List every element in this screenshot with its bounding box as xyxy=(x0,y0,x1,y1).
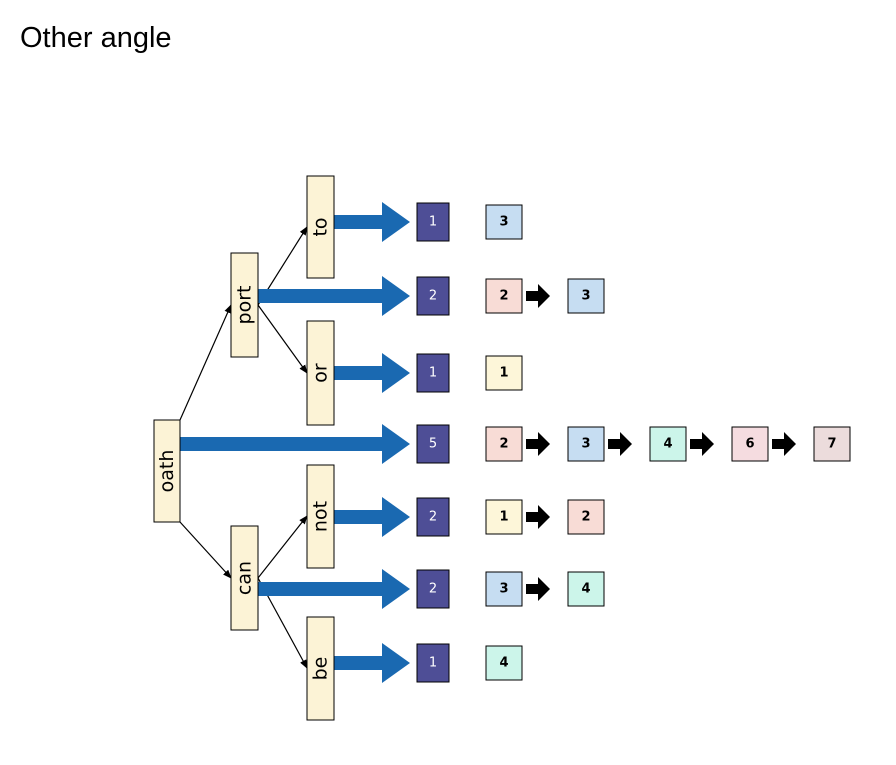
node-can-label: can xyxy=(234,561,256,595)
count-value: 2 xyxy=(429,289,437,304)
position-box: 4 xyxy=(567,571,605,607)
position-box: 3 xyxy=(485,204,523,240)
position-box: 2 xyxy=(567,499,605,535)
pointer-arrow-can xyxy=(258,569,410,609)
position-box: 1 xyxy=(485,355,523,391)
pointer-arrows xyxy=(180,202,410,683)
position-value: 2 xyxy=(581,510,590,525)
count-box: 1 xyxy=(416,202,450,242)
position-box: 1 xyxy=(485,499,523,535)
node-be-label: be xyxy=(310,657,332,681)
chain-arrow xyxy=(526,432,550,456)
position-box: 3 xyxy=(567,426,605,462)
position-box: 2 xyxy=(485,278,523,314)
chain-arrow xyxy=(526,577,550,601)
count-value: 2 xyxy=(429,510,437,525)
position-value: 2 xyxy=(499,289,508,304)
node-not: not xyxy=(306,464,335,569)
chain-arrow xyxy=(526,505,550,529)
pointer-arrow-be xyxy=(334,643,410,683)
edge-can-not xyxy=(257,515,308,579)
position-value: 4 xyxy=(581,582,590,597)
pointer-arrow-to xyxy=(334,202,410,242)
count-value: 1 xyxy=(429,366,437,381)
count-value: 1 xyxy=(429,656,437,671)
pointer-arrow-oath xyxy=(180,424,410,464)
node-not-label: not xyxy=(310,501,332,532)
count-box: 1 xyxy=(416,353,450,393)
node-to: to xyxy=(306,175,335,279)
row-not: 2 1 2 xyxy=(416,497,605,537)
count-value: 2 xyxy=(429,582,437,597)
position-value: 3 xyxy=(499,215,508,230)
node-port-label: port xyxy=(234,286,256,325)
row-oath: 5 2 3 4 6 7 xyxy=(416,424,851,464)
position-box: 7 xyxy=(813,426,851,462)
row-port: 2 2 3 xyxy=(416,276,605,316)
node-oath: oath xyxy=(153,419,181,523)
pointer-arrow-or xyxy=(334,353,410,393)
position-box: 3 xyxy=(567,278,605,314)
page-title: Other angle xyxy=(20,22,172,54)
chain-arrow xyxy=(526,284,550,308)
edge-oath-can xyxy=(179,521,232,579)
position-value: 6 xyxy=(745,437,754,452)
chain-arrow xyxy=(608,432,632,456)
node-or-label: or xyxy=(310,363,332,383)
count-value: 5 xyxy=(429,437,437,452)
count-box: 2 xyxy=(416,497,450,537)
position-value: 2 xyxy=(499,437,508,452)
edge-oath-port xyxy=(179,304,232,421)
row-can: 2 3 4 xyxy=(416,569,605,609)
count-value: 1 xyxy=(429,215,437,230)
pointer-arrow-port xyxy=(258,276,410,316)
count-box: 5 xyxy=(416,424,450,464)
position-box: 4 xyxy=(649,426,687,462)
position-value: 4 xyxy=(499,656,508,671)
position-box: 4 xyxy=(485,645,523,681)
position-value: 7 xyxy=(827,437,836,452)
node-or: or xyxy=(306,320,335,426)
position-value: 1 xyxy=(499,366,508,381)
count-box: 1 xyxy=(416,643,450,683)
node-oath-label: oath xyxy=(156,450,178,493)
count-box: 2 xyxy=(416,569,450,609)
node-port: port xyxy=(230,252,259,358)
position-value: 4 xyxy=(663,437,672,452)
count-box: 2 xyxy=(416,276,450,316)
node-can: can xyxy=(230,525,259,631)
position-value: 1 xyxy=(499,510,508,525)
position-value: 3 xyxy=(499,582,508,597)
position-value: 3 xyxy=(581,437,590,452)
node-be: be xyxy=(306,616,335,721)
edge-port-or xyxy=(257,304,308,374)
position-box: 2 xyxy=(485,426,523,462)
position-box: 3 xyxy=(485,571,523,607)
chain-arrow xyxy=(690,432,714,456)
position-value: 3 xyxy=(581,289,590,304)
node-to-label: to xyxy=(310,217,332,236)
chain-arrow xyxy=(772,432,796,456)
pointer-arrow-not xyxy=(334,497,410,537)
position-box: 6 xyxy=(731,426,769,462)
